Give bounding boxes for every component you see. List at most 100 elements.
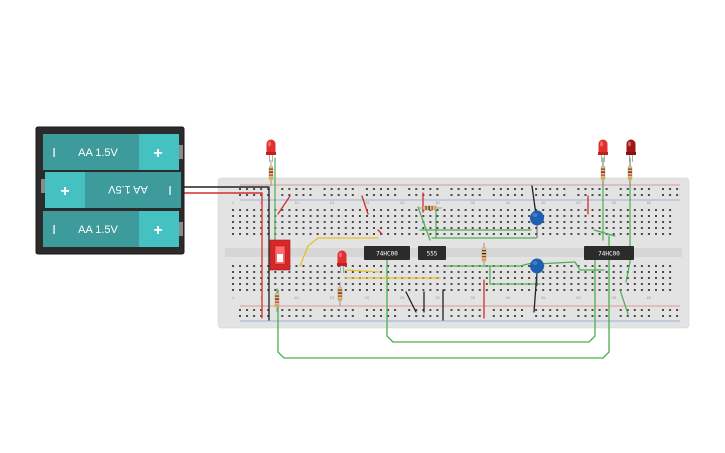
hole[interactable] xyxy=(542,271,545,273)
rail-hole[interactable] xyxy=(372,315,375,317)
hole[interactable] xyxy=(267,289,270,291)
resistor-top-horizontal[interactable] xyxy=(418,205,442,211)
hole[interactable] xyxy=(577,233,580,235)
rail-hole[interactable] xyxy=(337,315,340,317)
hole[interactable] xyxy=(471,271,474,273)
hole[interactable] xyxy=(464,283,467,285)
hole[interactable] xyxy=(655,265,657,267)
hole[interactable] xyxy=(570,209,573,211)
rail-hole[interactable] xyxy=(239,194,241,196)
hole[interactable] xyxy=(464,209,467,211)
hole[interactable] xyxy=(260,215,263,217)
hole[interactable] xyxy=(281,289,284,291)
rail-hole[interactable] xyxy=(295,188,298,190)
rail-hole[interactable] xyxy=(591,194,594,196)
rail-hole[interactable] xyxy=(288,309,291,311)
hole[interactable] xyxy=(309,289,312,291)
hole[interactable] xyxy=(457,277,460,279)
rail-hole[interactable] xyxy=(450,309,453,311)
hole[interactable] xyxy=(239,277,242,279)
hole[interactable] xyxy=(323,283,326,285)
hole[interactable] xyxy=(464,289,467,291)
hole[interactable] xyxy=(499,289,502,291)
rail-hole[interactable] xyxy=(626,309,629,311)
rail-hole[interactable] xyxy=(591,315,594,317)
hole[interactable] xyxy=(655,271,657,273)
rail-hole[interactable] xyxy=(584,188,587,190)
rail-hole[interactable] xyxy=(436,309,439,311)
hole[interactable] xyxy=(471,233,474,235)
hole[interactable] xyxy=(232,215,234,217)
hole[interactable] xyxy=(521,227,524,229)
hole[interactable] xyxy=(669,227,672,229)
rail-hole[interactable] xyxy=(302,194,305,196)
hole[interactable] xyxy=(302,221,305,223)
hole[interactable] xyxy=(295,289,298,291)
hole[interactable] xyxy=(591,277,594,279)
hole[interactable] xyxy=(281,283,284,285)
hole[interactable] xyxy=(506,221,509,223)
hole[interactable] xyxy=(598,271,601,273)
hole[interactable] xyxy=(450,215,453,217)
hole[interactable] xyxy=(295,233,298,235)
hole[interactable] xyxy=(380,289,383,291)
rail-hole[interactable] xyxy=(394,194,397,196)
rail-hole[interactable] xyxy=(267,315,270,317)
hole[interactable] xyxy=(647,209,650,211)
hole[interactable] xyxy=(337,233,340,235)
hole[interactable] xyxy=(309,227,312,229)
hole[interactable] xyxy=(302,265,305,267)
hole[interactable] xyxy=(570,265,573,267)
hole[interactable] xyxy=(485,233,488,235)
rail-hole[interactable] xyxy=(633,315,636,317)
rail-hole[interactable] xyxy=(351,194,354,196)
rail-hole[interactable] xyxy=(260,188,263,190)
rail-hole[interactable] xyxy=(330,188,333,190)
hole[interactable] xyxy=(633,221,636,223)
hole[interactable] xyxy=(380,271,383,273)
hole[interactable] xyxy=(358,233,361,235)
hole[interactable] xyxy=(429,271,432,273)
hole[interactable] xyxy=(499,209,502,211)
rail-hole[interactable] xyxy=(246,309,249,311)
hole[interactable] xyxy=(457,227,460,229)
hole[interactable] xyxy=(443,265,446,267)
hole[interactable] xyxy=(365,215,368,217)
rail-hole[interactable] xyxy=(640,188,643,190)
rail-hole[interactable] xyxy=(429,315,432,317)
hole[interactable] xyxy=(605,271,608,273)
hole[interactable] xyxy=(351,283,354,285)
hole[interactable] xyxy=(408,271,411,273)
hole[interactable] xyxy=(373,227,375,229)
hole[interactable] xyxy=(457,233,460,235)
hole[interactable] xyxy=(253,265,256,267)
hole[interactable] xyxy=(626,221,629,223)
rail-hole[interactable] xyxy=(640,315,643,317)
hole[interactable] xyxy=(309,209,312,211)
hole[interactable] xyxy=(401,283,404,285)
hole[interactable] xyxy=(422,289,425,291)
hole[interactable] xyxy=(450,289,453,291)
rail-hole[interactable] xyxy=(464,309,467,311)
hole[interactable] xyxy=(443,209,446,211)
hole[interactable] xyxy=(429,265,432,267)
hole[interactable] xyxy=(633,209,636,211)
hole[interactable] xyxy=(669,289,672,291)
rail-hole[interactable] xyxy=(492,188,495,190)
hole[interactable] xyxy=(394,271,397,273)
hole[interactable] xyxy=(415,221,418,223)
hole[interactable] xyxy=(647,221,650,223)
hole[interactable] xyxy=(584,221,587,223)
hole[interactable] xyxy=(612,233,615,235)
rail-hole[interactable] xyxy=(253,315,256,317)
hole[interactable] xyxy=(281,233,284,235)
hole[interactable] xyxy=(281,227,284,229)
hole[interactable] xyxy=(485,227,488,229)
hole[interactable] xyxy=(450,233,453,235)
hole[interactable] xyxy=(605,209,608,211)
rail-hole[interactable] xyxy=(380,188,382,190)
hole[interactable] xyxy=(612,227,615,229)
hole[interactable] xyxy=(570,221,573,223)
hole[interactable] xyxy=(492,209,495,211)
hole[interactable] xyxy=(478,221,481,223)
